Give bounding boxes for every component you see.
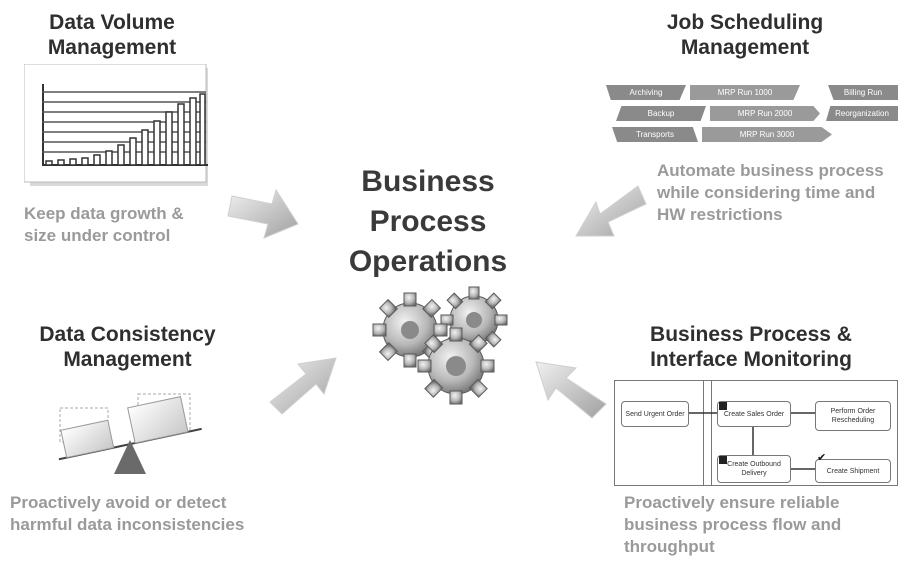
job-scheduling-description: Automate business process while consider… — [657, 161, 884, 224]
process-monitoring-description: Proactively ensure reliable business pro… — [624, 493, 842, 556]
data-volume-title: Data Volume Management — [47, 11, 177, 59]
job-scheduling-title: Job Scheduling Management — [666, 11, 824, 59]
flow-step: Create Shipment — [815, 459, 891, 483]
swimlane-divider — [703, 381, 704, 485]
schedule-task: Backup — [616, 106, 706, 121]
schedule-task: MRP Run 2000 — [710, 106, 820, 121]
flow-step: Create Outbound Delivery — [717, 455, 791, 483]
schedule-row: Archiving MRP Run 1000 Billing Run — [606, 85, 898, 100]
alert-icon — [719, 456, 727, 464]
swimlane-divider — [711, 381, 712, 485]
flow-step: Send Urgent Order — [621, 401, 689, 427]
flow-step: Perform Order Rescheduling — [815, 401, 891, 431]
schedule-task: MRP Run 3000 — [702, 127, 832, 142]
flow-connectors — [689, 412, 815, 470]
schedule-task: MRP Run 1000 — [690, 85, 800, 100]
gears-icon — [372, 286, 508, 405]
process-flow-diagram: Send Urgent Order Create Sales Order Per… — [614, 380, 898, 486]
arrow-icon — [227, 188, 299, 239]
flow-step: Create Sales Order — [717, 401, 791, 427]
center-title: Business Process Operations — [348, 165, 508, 278]
schedule-task: Billing Run — [828, 85, 898, 100]
data-consistency-description: Proactively avoid or detect harmful data… — [10, 493, 245, 534]
alert-icon — [719, 402, 727, 410]
balance-scale-icon — [58, 393, 202, 474]
schedule-row: Transports MRP Run 3000 — [612, 127, 832, 142]
arrow-icon — [575, 185, 647, 237]
arrow-icon — [535, 361, 607, 419]
schedule-row: Backup MRP Run 2000 Reorganization — [616, 106, 898, 121]
arrow-icon — [269, 357, 337, 415]
data-consistency-title: Data Consistency Management — [39, 323, 216, 371]
job-schedule-timeline: Archiving MRP Run 1000 Billing Run Backu… — [606, 85, 898, 145]
data-volume-description: Keep data growth & size under control — [24, 204, 184, 245]
checkmark-icon: ✔ — [817, 452, 827, 464]
bar-chart-icon — [24, 64, 208, 186]
schedule-task: Transports — [612, 127, 698, 142]
schedule-task: Archiving — [606, 85, 686, 100]
process-monitoring-title: Business Process & Interface Monitoring — [650, 323, 852, 371]
schedule-task: Reorganization — [826, 106, 898, 121]
